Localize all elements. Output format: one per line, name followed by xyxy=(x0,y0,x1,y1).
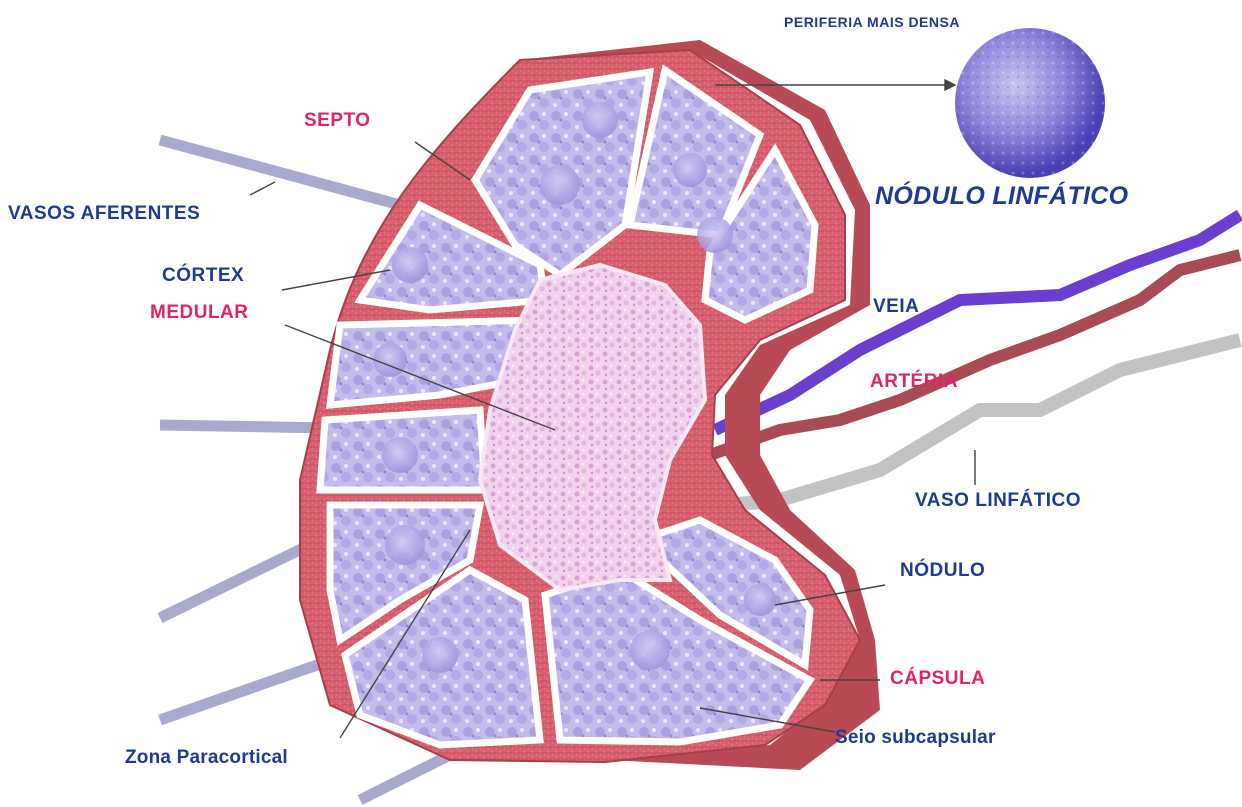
label-capsula: CÁPSULA xyxy=(890,668,985,690)
label-vasos-aferentes: VASOS AFERENTES xyxy=(8,203,200,225)
label-nodulo: NÓDULO xyxy=(900,560,985,582)
label-cortex: CÓRTEX xyxy=(162,265,244,287)
cortical-nodule xyxy=(697,217,733,253)
label-vaso-linfatico: VASO LINFÁTICO xyxy=(915,490,1081,512)
cortical-nodule xyxy=(373,343,407,377)
cortical-nodule xyxy=(392,247,428,283)
afferent-vessel xyxy=(160,425,330,428)
inset-label: PERIFERIA MAIS DENSA xyxy=(772,12,972,32)
label-zona-paracortical: Zona Paracortical xyxy=(125,747,288,769)
label-seio-subcapsular: Seio subcapsular xyxy=(835,727,996,749)
label-veia: VEIA xyxy=(873,296,919,318)
cortical-nodule xyxy=(540,165,580,205)
cortical-nodule xyxy=(422,637,458,673)
leader-arrowhead xyxy=(945,80,955,90)
lymph-nodule-sphere-texture xyxy=(955,28,1105,178)
cortical-nodule xyxy=(582,102,618,138)
diagram-title: NÓDULO LINFÁTICO xyxy=(875,182,1128,211)
cortical-nodule xyxy=(673,153,707,187)
label-medular: MEDULAR xyxy=(150,302,249,324)
cortical-nodule xyxy=(385,525,425,565)
cortical-nodule xyxy=(382,437,418,473)
leader-line-vasos-aferentes xyxy=(250,182,275,195)
cortical-nodule xyxy=(630,630,670,670)
label-arteria: ARTÉRIA xyxy=(870,371,958,393)
label-septo: SEPTO xyxy=(304,110,371,132)
cortical-nodule xyxy=(744,584,776,616)
afferent-vessel xyxy=(160,140,400,205)
